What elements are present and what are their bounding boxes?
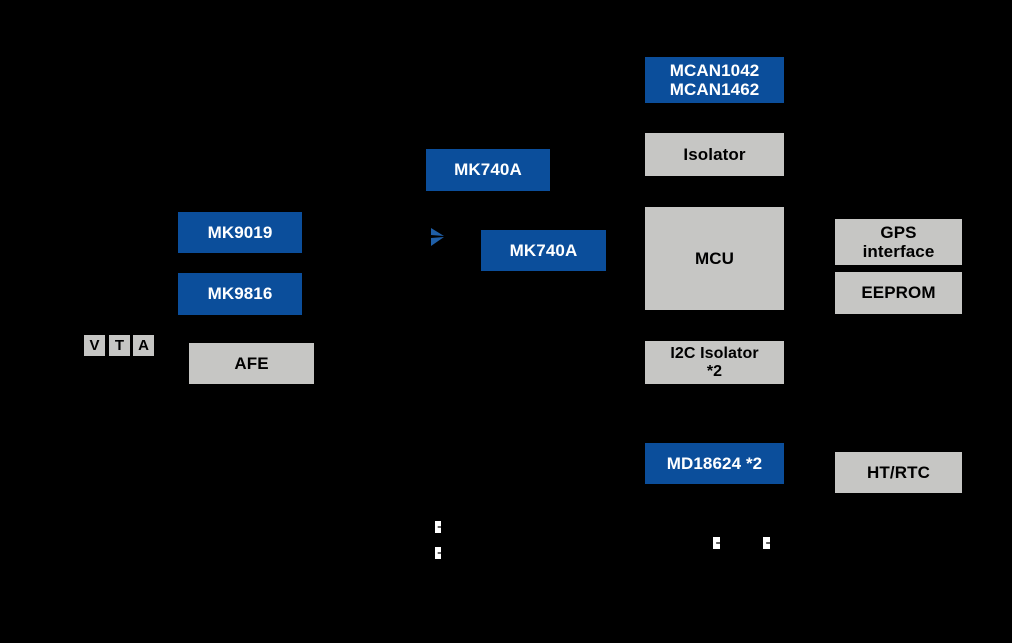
- block-i2c-isolator: I2C Isolator *2: [645, 341, 784, 384]
- clipped-label-c: [713, 537, 720, 549]
- block-isolator: Isolator: [645, 133, 784, 176]
- block-gps-interface: GPS interface: [835, 219, 962, 265]
- block-mk9816: MK9816: [178, 273, 302, 315]
- signal-tag-v: V: [84, 335, 105, 356]
- clipped-label-d: [763, 537, 770, 549]
- block-eeprom: EEPROM: [835, 272, 962, 314]
- block-mcu: MCU: [645, 207, 784, 310]
- block-mk740a-top: MK740A: [426, 149, 550, 191]
- block-afe: AFE: [189, 343, 314, 384]
- block-ht-rtc: HT/RTC: [835, 452, 962, 493]
- block-md18624: MD18624 *2: [645, 443, 784, 484]
- clipped-label-a: [435, 521, 441, 533]
- block-mk740a-bottom: MK740A: [481, 230, 606, 271]
- signal-tag-a: A: [133, 335, 154, 356]
- signal-tag-t: T: [109, 335, 130, 356]
- block-mcan: MCAN1042 MCAN1462: [645, 57, 784, 103]
- block-mk9019: MK9019: [178, 212, 302, 253]
- clipped-label-b: [435, 547, 441, 559]
